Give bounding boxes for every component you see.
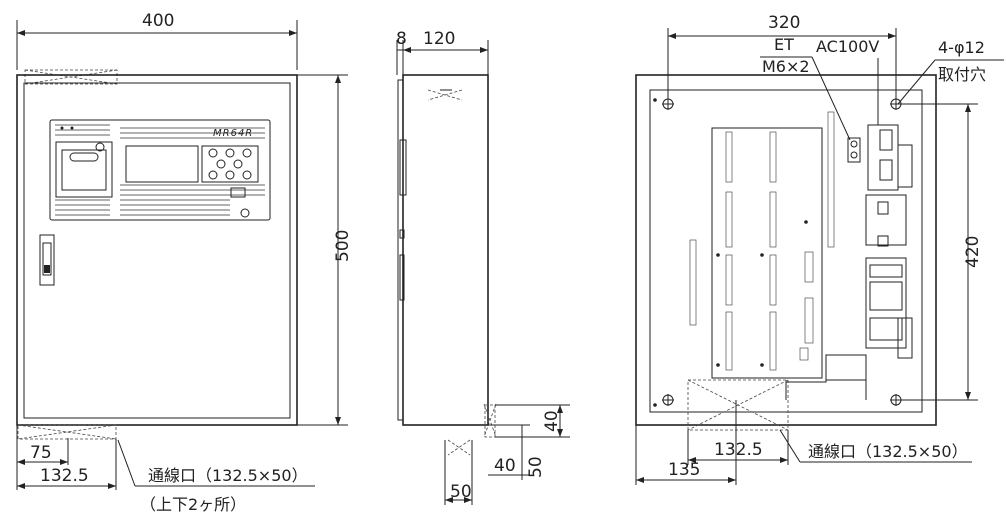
front-wiring-note: 通線口（132.5×50）	[148, 466, 308, 485]
side-hole-height-label: 40	[542, 410, 562, 432]
back-hole-offset-label: 135	[668, 460, 700, 480]
back-view: 320 420	[635, 13, 1004, 485]
front-height-label: 500	[333, 230, 353, 262]
et-label: ET	[774, 35, 794, 54]
printer-unit	[55, 141, 113, 198]
front-width-label: 400	[142, 11, 174, 31]
lcd-display	[125, 145, 199, 183]
back-wiring-note: 通線口（132.5×50）	[808, 442, 968, 461]
side-door-edge	[397, 79, 404, 421]
side-depth-label: 120	[423, 29, 455, 49]
front-top-wiring-hole	[24, 69, 118, 85]
control-panel: MR64R	[49, 119, 271, 221]
side-view: 8 120 40 50 40 50	[396, 29, 570, 505]
front-hole-offset-label: 75	[30, 443, 52, 463]
brand-logo: MR64R	[213, 128, 253, 139]
side-wiring-hole	[484, 404, 496, 438]
panel-button	[230, 187, 246, 198]
et-terminal	[847, 137, 861, 163]
back-mounting-plate	[649, 89, 923, 413]
left-terminal-block	[689, 239, 697, 326]
side-hole-offset-label: 50	[526, 456, 546, 478]
back-cabinet-body	[635, 74, 937, 426]
back-wiring-hole	[687, 379, 789, 431]
front-door	[23, 82, 291, 419]
back-hole-center-label: 132.5	[714, 440, 763, 460]
front-view: 400	[16, 11, 353, 514]
screw-label: M6×2	[762, 57, 810, 76]
main-circuit-board	[711, 127, 823, 379]
front-hole-center-label: 132.5	[40, 466, 89, 486]
side-cabinet-body	[402, 74, 489, 426]
holes-label: 4-φ12	[938, 38, 985, 57]
mounting-holes	[653, 98, 902, 407]
power-label: AC100V	[816, 37, 879, 56]
holes-label-2: 取付穴	[938, 65, 986, 84]
bottom-bracket	[825, 354, 867, 381]
side-hole-depth-label: 40	[494, 456, 516, 476]
front-bottom-wiring-hole	[17, 424, 117, 440]
center-terminal-block	[827, 111, 835, 248]
side-hole-width-label: 50	[450, 482, 472, 502]
front-cabinet-body	[16, 74, 298, 426]
door-handle	[39, 234, 55, 286]
back-mount-height-label: 420	[963, 236, 983, 268]
power-components	[865, 124, 913, 359]
side-door-thickness-label: 8	[396, 29, 407, 49]
keypad	[201, 145, 259, 183]
front-wiring-note-2: （上下2ヶ所）	[140, 495, 246, 514]
key-switch	[240, 208, 250, 218]
back-mount-width-label: 320	[768, 13, 800, 33]
